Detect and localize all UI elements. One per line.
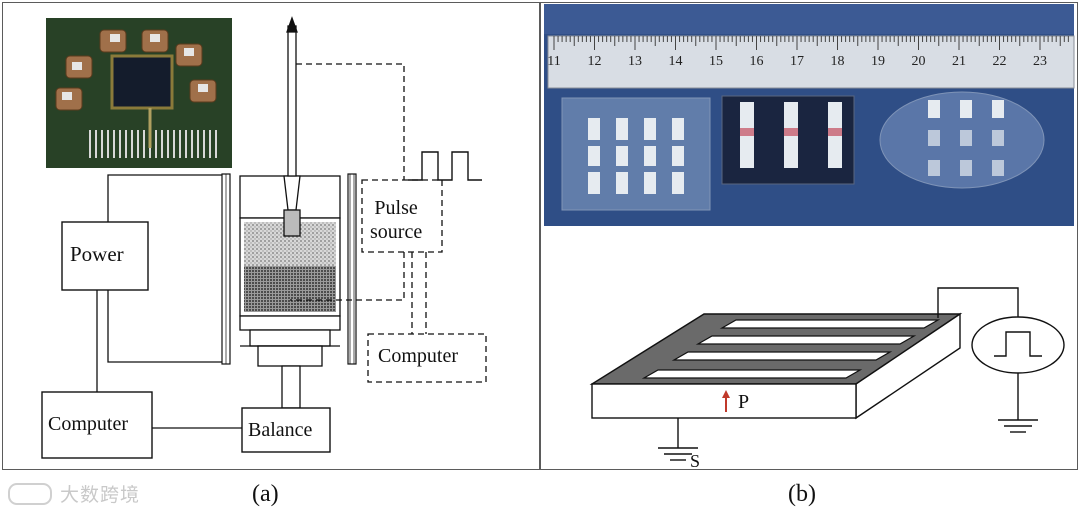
ruler-tick-label: 11 bbox=[547, 54, 561, 69]
transducer-photo bbox=[46, 18, 232, 168]
polarization-label: P bbox=[738, 391, 750, 413]
computer-left-label: Computer bbox=[48, 413, 128, 435]
panel-a-frame bbox=[2, 2, 540, 470]
ruler-tick-label: 22 bbox=[992, 54, 1007, 69]
ruler-tick-label: 23 bbox=[1033, 54, 1047, 69]
ruler-tick-label: 16 bbox=[749, 54, 764, 69]
panel-a-schematic bbox=[41, 16, 487, 459]
watermark: 大数跨境 bbox=[8, 480, 140, 507]
ground-label: S bbox=[690, 451, 701, 471]
sample-photo bbox=[544, 4, 1075, 226]
ruler-tick-label: 12 bbox=[587, 54, 602, 69]
ruler-tick-label: 15 bbox=[709, 54, 723, 69]
computer-right-label: Computer bbox=[378, 345, 458, 367]
watermark-text: 大数跨境 bbox=[60, 484, 141, 506]
ruler-tick-label: 13 bbox=[628, 54, 642, 69]
watermark-logo-icon bbox=[8, 482, 52, 505]
piezo-device bbox=[589, 287, 1065, 461]
caption-a: (a) bbox=[252, 481, 279, 507]
instrument-boxes bbox=[41, 221, 331, 459]
wiring-dashed bbox=[290, 63, 487, 383]
ruler-tick-labels: 11 12 13 14 15 16 17 18 19 20 21 22 23 bbox=[547, 54, 1074, 74]
polarization-arrow bbox=[722, 390, 730, 412]
pulse-source-label: Pulse source bbox=[370, 197, 423, 243]
ruler-tick-label: 20 bbox=[911, 54, 926, 69]
ruler-tick-label: 14 bbox=[668, 54, 683, 69]
reaction-vessel bbox=[239, 16, 341, 409]
caption-b: (b) bbox=[788, 481, 816, 507]
pulse-waveform bbox=[408, 151, 482, 181]
balance-label: Balance bbox=[248, 419, 313, 441]
ruler-tick-label: 18 bbox=[830, 54, 845, 69]
panel-b-frame bbox=[540, 2, 1078, 470]
panel-b-graphics bbox=[544, 4, 1075, 461]
ruler-tick-label: 21 bbox=[952, 54, 966, 69]
ruler-tick-label: 17 bbox=[790, 54, 804, 69]
electrode-plates bbox=[221, 173, 357, 365]
ruler-tick-label: 19 bbox=[871, 54, 885, 69]
power-label: Power bbox=[70, 242, 124, 266]
